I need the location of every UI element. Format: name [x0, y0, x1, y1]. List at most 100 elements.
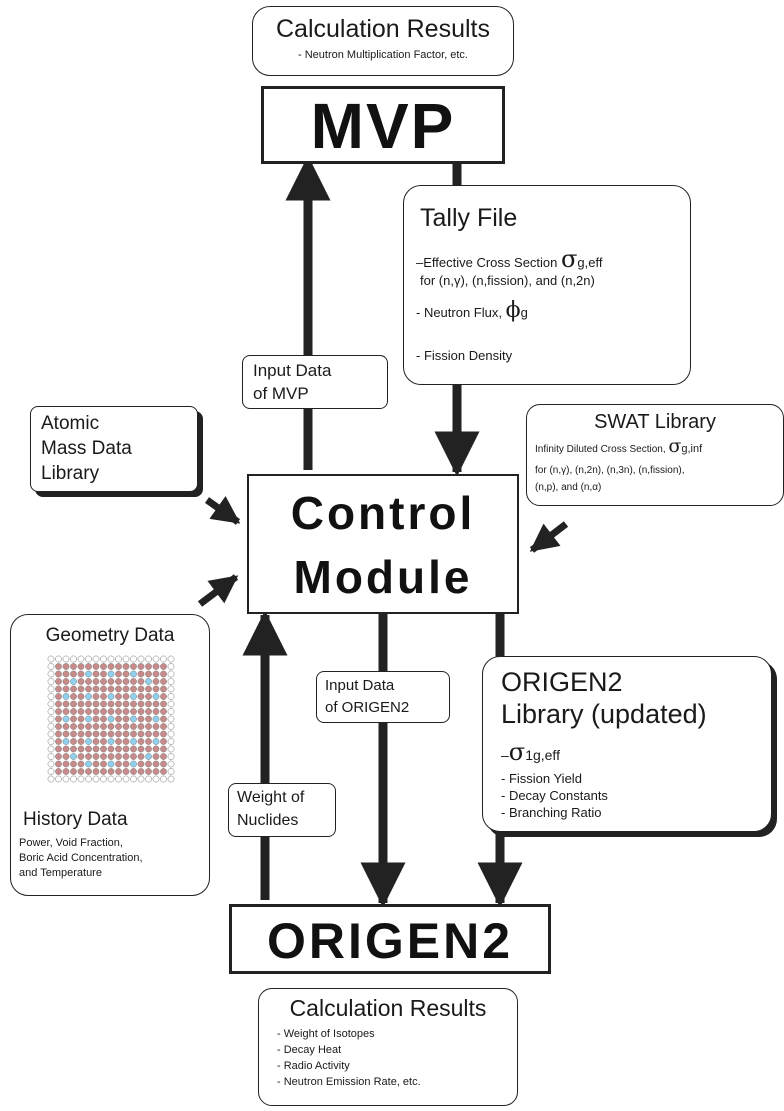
tally-flux-text: - Neutron Flux, [416, 305, 506, 320]
fuel-pin [107, 678, 115, 685]
fuel-pin [100, 670, 107, 678]
fuel-pin [107, 663, 115, 670]
fuel-pin [70, 753, 77, 760]
fuel-pin [137, 693, 145, 700]
fuel-pin [152, 745, 160, 753]
tally-file-box: Tally File –Effective Cross Section σg,e… [403, 185, 691, 385]
fuel-pin [70, 715, 77, 723]
control-module-box: Control Module [247, 474, 519, 614]
origen2-library-box: ORIGEN2 Library (updated) –σ1g,eff - Fis… [482, 656, 772, 832]
fuel-pin [167, 753, 175, 760]
fuel-pin [70, 768, 77, 775]
fuel-pin [115, 670, 122, 678]
fuel-pin [77, 775, 85, 783]
fuel-pin [130, 685, 137, 693]
fuel-pin [55, 738, 62, 745]
fuel-pin [167, 715, 175, 723]
fuel-pin [92, 745, 100, 753]
fuel-pin [92, 723, 100, 730]
fuel-pin [167, 768, 175, 775]
phi-symbol: ϕ [505, 298, 521, 323]
fuel-pin [130, 693, 137, 700]
fuel-pin [115, 760, 122, 768]
fuel-pin [122, 738, 130, 745]
fuel-pin [167, 708, 175, 715]
fuel-pin [122, 760, 130, 768]
fuel-pin [122, 723, 130, 730]
fuel-pin [100, 738, 107, 745]
fuel-pin [152, 678, 160, 685]
geometry-title: Geometry Data [45, 625, 175, 646]
tally-fission-density: - Fission Density [416, 348, 513, 363]
origen-lib-fission-yield: - Fission Yield [501, 771, 582, 786]
fuel-pin [160, 753, 167, 760]
fuel-pin [85, 775, 92, 783]
fuel-pin [145, 678, 152, 685]
fuel-pin [137, 715, 145, 723]
fuel-pin [122, 663, 130, 670]
bottom-results-line4: - Neutron Emission Rate, etc. [277, 1076, 421, 1088]
fuel-pin [145, 768, 152, 775]
fuel-pin [160, 768, 167, 775]
fuel-pin [115, 730, 122, 738]
fuel-pin [47, 670, 55, 678]
fuel-pin [160, 723, 167, 730]
bottom-results-title: Calculation Results [289, 995, 487, 1021]
fuel-pin [130, 715, 137, 723]
fuel-pin [160, 663, 167, 670]
fuel-pin [85, 678, 92, 685]
fuel-pin [137, 723, 145, 730]
swat-title: SWAT Library [594, 411, 716, 433]
bottom-results-line2: - Decay Heat [277, 1044, 342, 1056]
fuel-pin [167, 655, 175, 663]
fuel-pin [92, 753, 100, 760]
fuel-pin [77, 760, 85, 768]
fuel-pin [107, 760, 115, 768]
bottom-results-box: Calculation Results - Weight of Isotopes… [258, 988, 518, 1106]
fuel-pin [55, 693, 62, 700]
fuel-pin [115, 663, 122, 670]
sigma-symbol: σ [561, 245, 578, 273]
fuel-pin [115, 775, 122, 783]
fuel-pin [115, 753, 122, 760]
fuel-pin [145, 730, 152, 738]
fuel-pin [130, 655, 137, 663]
fuel-pin [160, 775, 167, 783]
fuel-pin [62, 693, 70, 700]
fuel-pin [145, 700, 152, 708]
fuel-pin [107, 745, 115, 753]
fuel-pin [122, 693, 130, 700]
fuel-pin [70, 730, 77, 738]
origen-lib-decay-constants: - Decay Constants [501, 788, 608, 803]
fuel-pin [130, 723, 137, 730]
tally-cross-section-text: –Effective Cross Section [416, 255, 561, 270]
fuel-pin [137, 708, 145, 715]
fuel-pin [160, 670, 167, 678]
fuel-pin [85, 730, 92, 738]
swat-reactions-2: (n,p), and (n,α) [535, 482, 602, 493]
fuel-pin [137, 753, 145, 760]
input-mvp-line2: of MVP [253, 384, 309, 403]
swat-sigma-sub: g,inf [681, 443, 703, 455]
fuel-pin [100, 753, 107, 760]
fuel-pin [70, 678, 77, 685]
fuel-pin [137, 678, 145, 685]
origen-lib-branching-ratio: - Branching Ratio [501, 805, 602, 820]
fuel-pin [85, 685, 92, 693]
tally-title: Tally File [420, 204, 518, 232]
weight-nuclides-box: Weight of Nuclides [228, 783, 336, 837]
fuel-pin [77, 693, 85, 700]
fuel-pin [115, 745, 122, 753]
atomic-mass-box: Atomic Mass Data Library [30, 406, 198, 492]
fuel-pin [92, 708, 100, 715]
fuel-pin [77, 670, 85, 678]
fuel-pin [137, 760, 145, 768]
fuel-pin [152, 670, 160, 678]
fuel-pin [77, 708, 85, 715]
fuel-pin [47, 775, 55, 783]
fuel-pin [47, 678, 55, 685]
arrow-atomic-to-control [204, 495, 241, 525]
input-origen2-box: Input Data of ORIGEN2 [316, 671, 450, 723]
fuel-pin [122, 715, 130, 723]
fuel-pin [47, 655, 55, 663]
